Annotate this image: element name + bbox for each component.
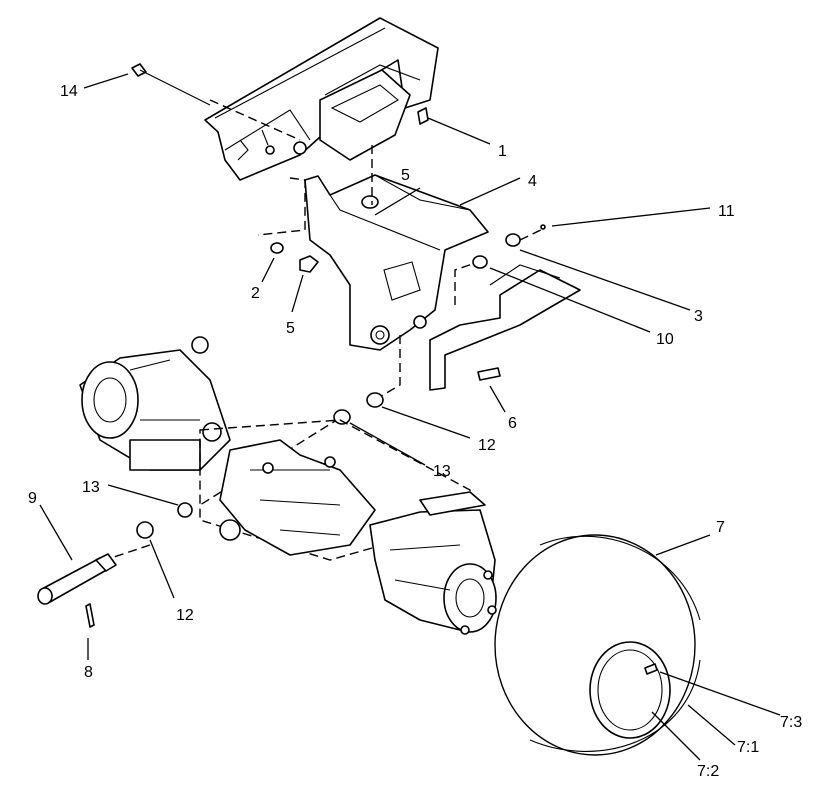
callout-5-lower: 5 [286, 320, 295, 337]
assembly-line-f [377, 335, 401, 399]
callout-12-upper: 12 [478, 437, 496, 454]
hardware-items [131, 63, 546, 539]
assembly-line-e [519, 227, 546, 241]
callout-7-1: 7:1 [737, 739, 759, 756]
callout-7-2: 7:2 [697, 763, 719, 780]
callout-11: 11 [718, 203, 735, 220]
support-bracket [429, 264, 581, 391]
assembly-line-c [257, 177, 306, 236]
callout-12-lower: 12 [176, 607, 194, 624]
callout-10: 10 [656, 331, 674, 348]
callout-14: 14 [60, 83, 78, 100]
callout-7-3: 7:3 [780, 714, 802, 731]
callout-13-upper: 13 [433, 463, 451, 480]
callout-6: 6 [508, 415, 517, 432]
callout-5-upper: 5 [401, 167, 410, 184]
pin-assembly [37, 553, 117, 628]
assembly-line-h [104, 544, 151, 561]
leader-lines [39, 73, 781, 761]
assembly-line-d [454, 261, 479, 305]
callout-4: 4 [528, 173, 537, 190]
assembly-line-a [209, 99, 301, 141]
wheel-assembly [494, 534, 701, 756]
callout-7: 7 [716, 519, 725, 536]
frame-bracket [204, 17, 439, 181]
callout-13-left: 13 [82, 479, 100, 496]
mounting-plate [304, 174, 489, 351]
callout-9: 9 [28, 490, 37, 507]
callout-3: 3 [694, 308, 703, 325]
callout-2: 2 [251, 285, 260, 302]
callout-1: 1 [498, 143, 507, 160]
callout-8: 8 [84, 664, 93, 681]
axle-assembly [79, 336, 497, 635]
